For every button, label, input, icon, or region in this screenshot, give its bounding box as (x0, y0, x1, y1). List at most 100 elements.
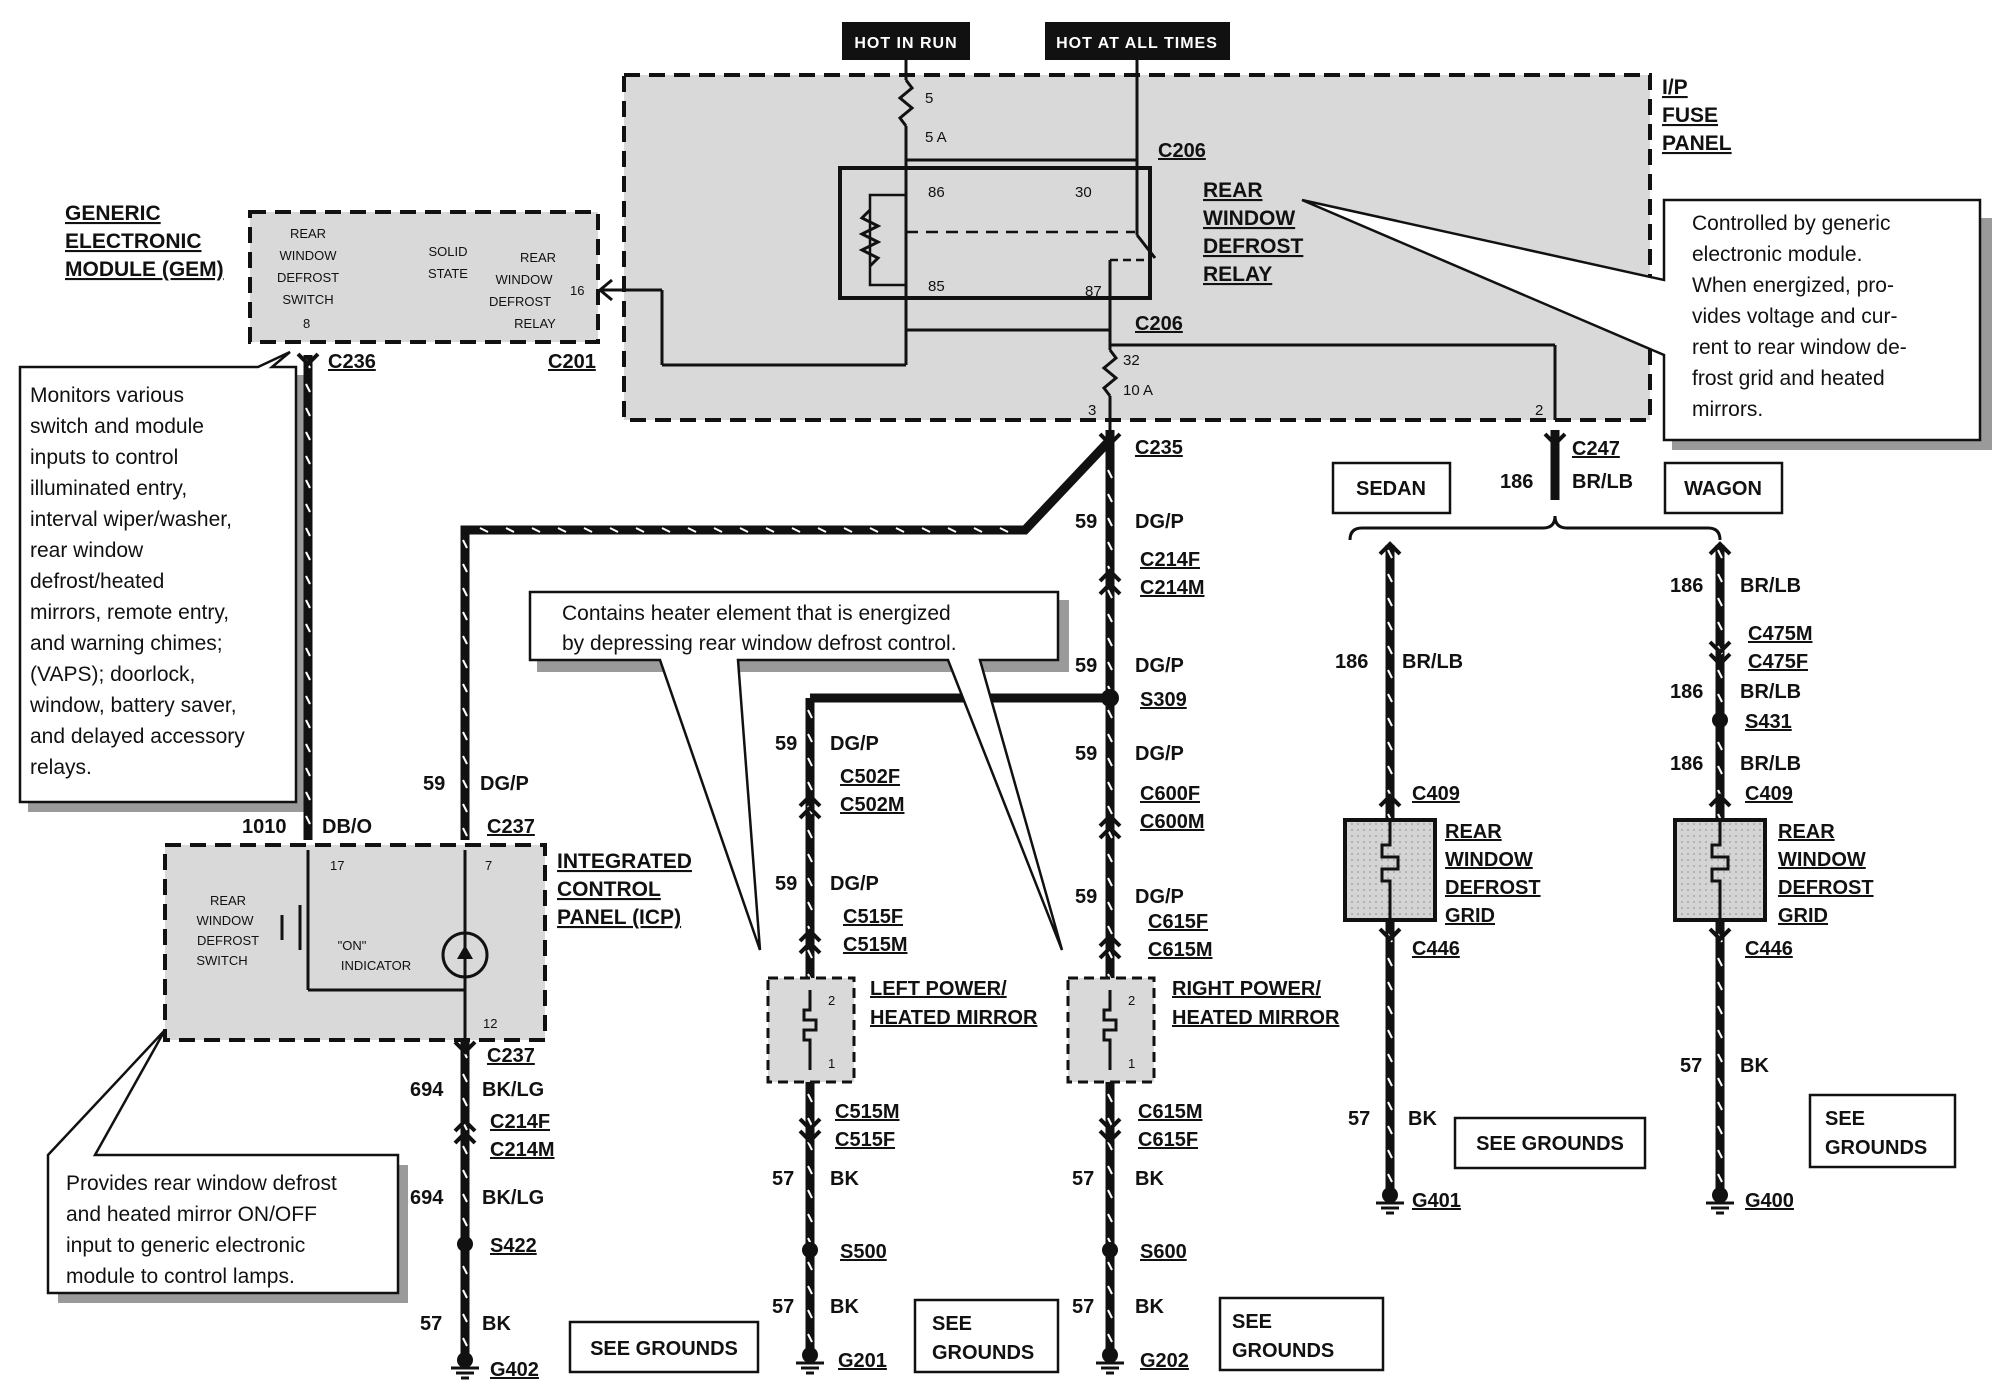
left-mirror-title-1: LEFT POWER/ (870, 978, 1007, 1000)
ground-symbol (796, 1347, 824, 1375)
wire-hatch (1387, 1149, 1393, 1159)
sedan-grid: 186 BR/LB C409 REAR WINDOW DEFROST GRID … (1335, 651, 1647, 1212)
wire-bk-icp: BK (482, 1313, 511, 1335)
wire-hatch (305, 623, 311, 633)
wagon-grid: 186 BR/LB C475M C475F 186 BR/LB S431 186… (1670, 575, 1957, 1212)
wagon-wire-brlb-a: BR/LB (1740, 575, 1801, 597)
wire-hatch (305, 815, 311, 825)
wire-hatch (1717, 1005, 1723, 1015)
wire-hatch (305, 527, 311, 537)
wire-hatch (462, 635, 468, 645)
icp-title-2: CONTROL (557, 878, 661, 901)
wire-hatch (895, 527, 905, 533)
wire-hatch (791, 527, 801, 533)
gem-note-line-3: inputs to control (30, 446, 178, 469)
wire-hatch (479, 527, 489, 533)
relay-note-line-2: electronic module. (1692, 243, 1862, 266)
wire-hatch (1717, 621, 1723, 631)
wire-hatch (305, 767, 311, 777)
wire-hatch (1107, 853, 1113, 863)
wagon-see-1: SEE (1825, 1108, 1865, 1130)
wire-hatch (713, 527, 723, 533)
connector-chevron (453, 1118, 477, 1133)
wire-hatches (305, 359, 1723, 1347)
wire-hatch (305, 503, 311, 513)
wire-hatch (1717, 1029, 1723, 1039)
wire-hatch (635, 527, 645, 533)
wire-hatch (462, 1337, 468, 1347)
wire-1010: 1010 (242, 816, 287, 838)
connector-chevron (1098, 1129, 1122, 1144)
wire-hatch (1107, 661, 1113, 671)
hot-in-run-label: HOT IN RUN (854, 35, 957, 52)
connector-chevron (798, 805, 822, 820)
wire-hatch (1717, 1077, 1723, 1087)
connector-chevron (453, 1130, 477, 1145)
wire-59-main-a: 59 (1075, 511, 1097, 533)
sedan-grid-title-4: GRID (1445, 905, 1495, 927)
ground-g201: G201 (838, 1350, 887, 1372)
sedan-wire-bk: BK (1408, 1108, 1437, 1130)
splice-s500: S500 (840, 1241, 887, 1263)
connector-c600f: C600F (1140, 783, 1200, 805)
icp-switch-4: SWITCH (196, 953, 247, 968)
wire-bklg-a: BK/LG (482, 1079, 544, 1101)
wire-dgp-main-b: DG/P (1135, 655, 1184, 677)
icp-note-line-2: and heated mirror ON/OFF (66, 1203, 317, 1226)
connector-c502f: C502F (840, 766, 900, 788)
wire-hatch (1387, 1077, 1393, 1087)
ground-g202: G202 (1140, 1350, 1189, 1372)
connector-chevron (453, 1040, 477, 1055)
connector-c237-top: C237 (487, 816, 535, 838)
wire-hatch (305, 743, 311, 753)
wire-hatch (1717, 981, 1723, 991)
right-mirror-pin-1: 1 (1128, 1056, 1135, 1071)
icp-title-3: PANEL (ICP) (557, 906, 681, 929)
icp-pin-7: 7 (485, 858, 492, 873)
left-wire-bk-a: BK (830, 1168, 859, 1190)
right-see-2: GROUNDS (1232, 1340, 1334, 1362)
wire-hatch (1387, 765, 1393, 775)
wire-hatch (807, 1285, 813, 1295)
wire-hatch (462, 1193, 468, 1203)
connector-c515f-b: C515F (835, 1129, 895, 1151)
wire-hatch (807, 853, 813, 863)
connector-c236: C236 (328, 351, 376, 373)
wire-hatch (305, 383, 311, 393)
connector-c475m: C475M (1748, 623, 1812, 645)
wire-hatch (1717, 765, 1723, 775)
wire-hatch (1387, 1005, 1393, 1015)
wire-57-icp: 57 (420, 1313, 442, 1335)
connector-c615m: C615M (1148, 939, 1212, 961)
icp-switch-2: WINDOW (196, 913, 254, 928)
left-wire-dgp-a: DG/P (830, 733, 879, 755)
gem-relay-2: WINDOW (495, 272, 553, 287)
relay-title-4: RELAY (1203, 263, 1272, 286)
sedan-grid-title-2: WINDOW (1445, 849, 1533, 871)
wire-hatch (1107, 1093, 1113, 1103)
connector-c247: C247 (1572, 438, 1620, 460)
wire-hatch (1717, 573, 1723, 583)
wire-hatch (1107, 781, 1113, 791)
ground-symbol (451, 1352, 479, 1380)
wire-hatch (1387, 981, 1393, 991)
icp-note-line-1: Provides rear window defrost (66, 1172, 337, 1195)
wire-hatch (462, 707, 468, 717)
connector-c214m: C214M (1140, 577, 1204, 599)
wire-hatch (305, 551, 311, 561)
relay-note-line-4: vides voltage and cur- (1692, 305, 1897, 328)
connector-c615f: C615F (1148, 911, 1208, 933)
wire-hatch (807, 829, 813, 839)
wire-hatch (1107, 1333, 1113, 1343)
wire-hatch (462, 563, 468, 573)
left-mirror-pin-1: 1 (828, 1056, 835, 1071)
gem-relay-1: REAR (520, 250, 556, 265)
splice-s309: S309 (1140, 689, 1187, 711)
wire-hatch (807, 757, 813, 767)
wire-hatch (807, 733, 813, 743)
mirror-note: Contains heater element that is energize… (528, 590, 1069, 951)
wagon-label: WAGON (1684, 478, 1762, 500)
gem-note-text: Monitors various switch and module input… (29, 384, 245, 779)
wire-dgp-main-a: DG/P (1135, 511, 1184, 533)
wire-hatch (765, 527, 775, 533)
